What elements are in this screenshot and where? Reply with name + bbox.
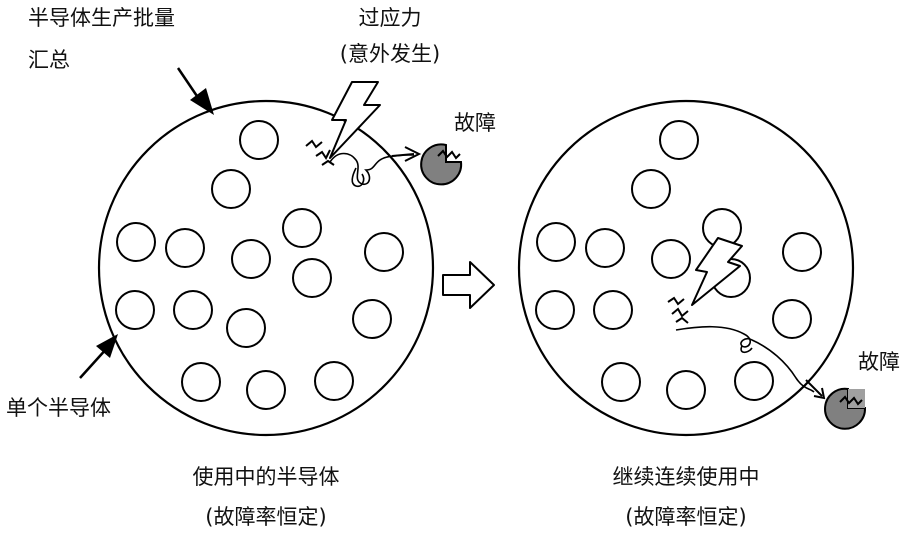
semiconductor <box>246 370 286 410</box>
semiconductor <box>535 290 575 330</box>
semiconductor <box>282 208 322 248</box>
ejection-path <box>329 152 414 188</box>
semiconductor <box>239 120 279 160</box>
lightning-bolt-icon <box>329 81 381 159</box>
batch-label-line1: 半导体生产批量 <box>28 6 175 30</box>
left-batch <box>97 99 435 437</box>
semiconductor <box>536 222 576 262</box>
failed-semiconductor-icon <box>824 387 867 430</box>
arrow-icon <box>805 379 826 400</box>
semiconductor <box>593 290 633 330</box>
semiconductor <box>115 290 155 330</box>
semiconductor <box>226 308 266 348</box>
semiconductor <box>601 362 641 402</box>
semiconductor <box>782 232 822 272</box>
semiconductor <box>231 239 271 279</box>
right-caption-line1: 继续连续使用中 <box>612 465 760 489</box>
semiconductor <box>181 362 221 402</box>
left-semiconductors <box>115 120 404 410</box>
impact-spark-icon <box>305 139 335 166</box>
failure-label-left: 故障 <box>454 111 496 135</box>
semiconductor <box>314 361 354 401</box>
right-batch <box>517 99 855 437</box>
transition-arrow-icon <box>442 261 495 309</box>
semiconductor <box>734 361 774 401</box>
semiconductor <box>666 370 706 410</box>
lightning-bolt-icon <box>691 237 743 306</box>
semiconductor <box>211 169 251 209</box>
batch-label-line2: 汇总 <box>28 48 70 72</box>
semiconductor <box>173 290 213 330</box>
failure-label-right: 故障 <box>858 350 900 374</box>
left-caption-line1: 使用中的半导体 <box>192 465 340 489</box>
batch-pointer-arrow-icon <box>176 67 214 115</box>
failed-semiconductor-icon <box>420 143 463 186</box>
semiconductor <box>659 120 699 160</box>
impact-spark-icon <box>667 296 689 324</box>
arrow-icon <box>391 146 422 162</box>
semiconductor <box>631 169 671 209</box>
semiconductor <box>585 228 625 268</box>
semiconductor <box>651 239 691 279</box>
single-pointer-arrow-icon <box>79 334 118 379</box>
semiconductor <box>772 299 812 339</box>
overstress-label-line1: 过应力 <box>358 6 422 30</box>
right-caption-line2: (故障率恒定) <box>625 505 747 529</box>
left-batch-outline <box>97 99 435 437</box>
ejection-path <box>675 325 815 393</box>
right-semiconductors <box>535 120 822 410</box>
semiconductor <box>364 232 404 272</box>
left-caption-line2: (故障率恒定) <box>205 505 327 529</box>
single-semiconductor-label: 单个半导体 <box>6 396 111 420</box>
semiconductor <box>116 222 156 262</box>
semiconductor <box>292 258 332 298</box>
right-batch-outline <box>517 99 855 437</box>
semiconductor <box>352 299 392 339</box>
overstress-label-line2: (意外发生) <box>339 42 441 66</box>
semiconductor <box>165 228 205 268</box>
